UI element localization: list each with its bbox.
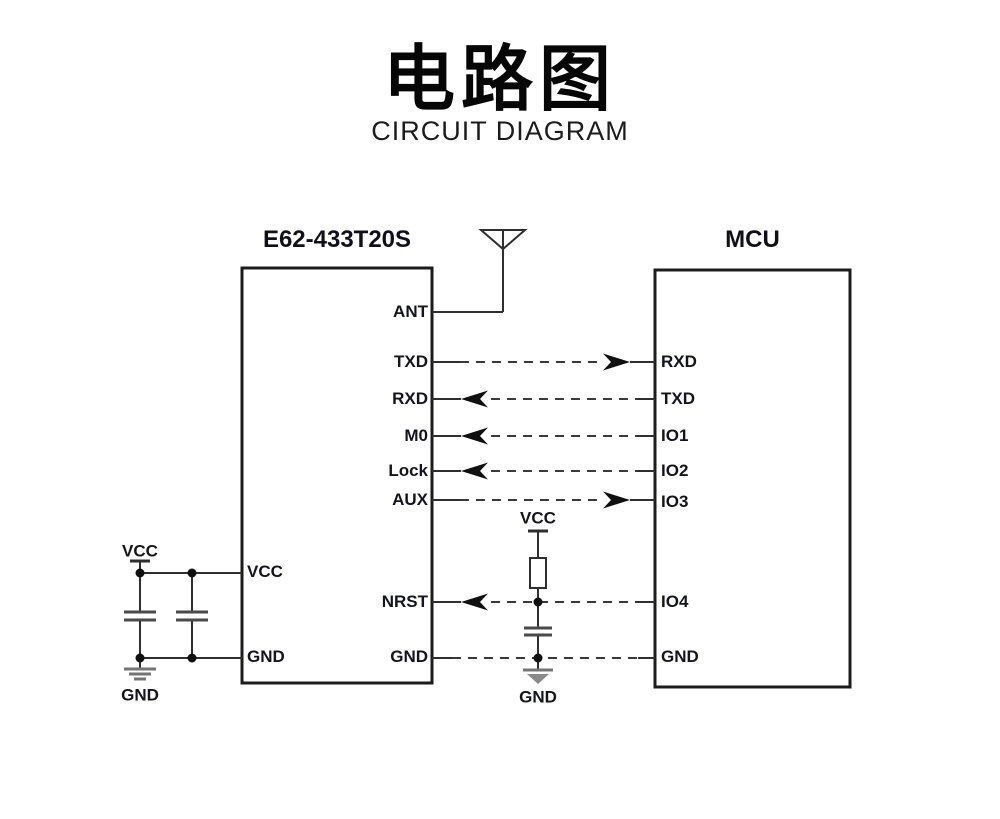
mcu-pin-io2: IO2 (661, 461, 689, 481)
mcu-pin-io1: IO1 (661, 426, 689, 446)
mid-gnd-label: GND (519, 687, 557, 707)
page-subtitle: CIRCUIT DIAGRAM (371, 116, 629, 146)
arrow-left-icon (461, 390, 488, 408)
capacitor-2-icon (176, 610, 208, 622)
e62-pin-gnd-left: GND (247, 647, 285, 667)
wire-aux-to-io3 (432, 491, 655, 509)
e62-pin-rxd: RXD (392, 389, 428, 409)
capacitor-3-icon (524, 626, 552, 637)
antenna-icon (432, 229, 528, 313)
e62-pin-gnd-right: GND (390, 647, 428, 667)
e62-pin-nrst: NRST (381, 592, 428, 612)
mcu-module-box (653, 268, 852, 689)
mcu-pin-gnd: GND (661, 647, 699, 667)
e62-pin-txd: TXD (394, 352, 428, 372)
e62-pin-m0: M0 (404, 426, 428, 446)
e62-module-title: E62-433T20S (262, 226, 412, 253)
e62-pin-aux: AUX (392, 490, 428, 510)
wire-io1-to-m0 (432, 427, 655, 445)
arrow-left-icon (461, 593, 488, 611)
mid-vcc-label: VCC (520, 508, 556, 528)
left-vcc-network (124, 559, 242, 681)
arrow-right-icon (603, 353, 630, 371)
mcu-pin-io4: IO4 (661, 592, 689, 612)
arrow-left-icon (461, 462, 488, 480)
capacitor-1-icon (124, 610, 156, 622)
e62-pin-vcc: VCC (247, 562, 283, 582)
wire-io4-to-nrst (432, 593, 655, 611)
left-gnd-label: GND (121, 685, 159, 705)
mcu-module-title: MCU (725, 226, 780, 253)
wire-txd-to-rxd-reverse (432, 390, 655, 408)
e62-module-box (240, 266, 434, 685)
left-vcc-label: VCC (122, 541, 158, 561)
e62-pin-ant: ANT (393, 302, 428, 322)
mcu-pin-txd: TXD (661, 389, 695, 409)
arrow-left-icon (461, 427, 488, 445)
resistor-icon (529, 557, 547, 589)
mid-vcc-network (523, 529, 553, 684)
wire-io2-to-lock (432, 462, 655, 480)
mcu-pin-io3: IO3 (661, 492, 689, 512)
mcu-pin-rxd: RXD (661, 352, 697, 372)
wire-txd-to-rxd (432, 353, 655, 371)
e62-pin-lock: Lock (388, 461, 428, 481)
arrow-right-icon (603, 491, 630, 509)
page-title: 电路图 (382, 37, 617, 121)
